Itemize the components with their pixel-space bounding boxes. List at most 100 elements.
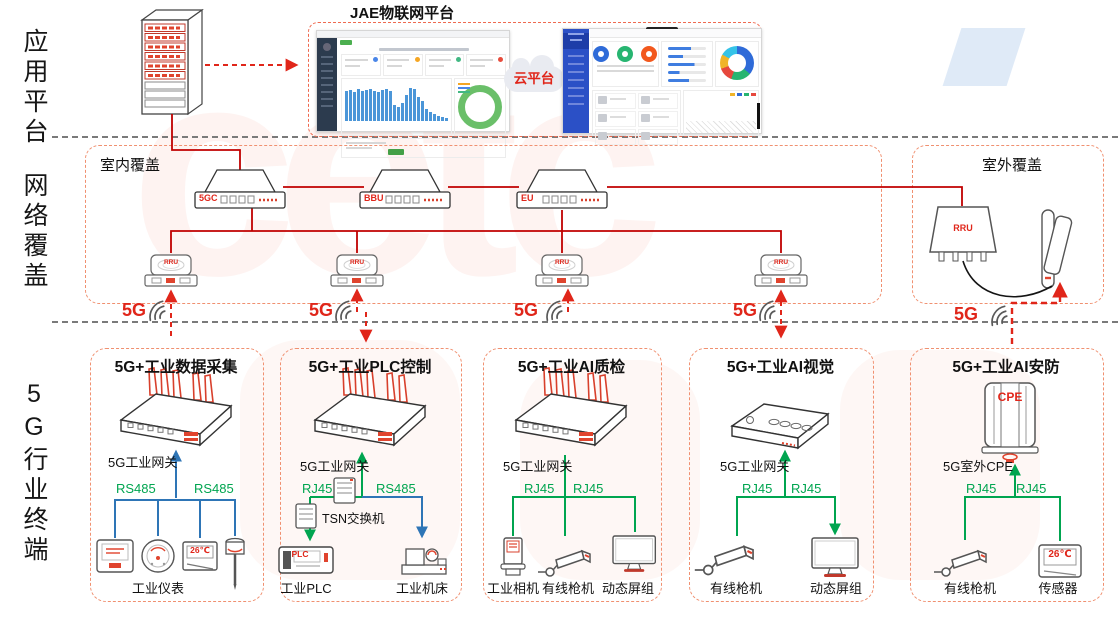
temp-value: 26℃ (190, 545, 210, 555)
industrial-camera-icon (500, 537, 526, 576)
server-rack-icon (140, 8, 204, 116)
bullet-camera-icon (933, 550, 987, 577)
rru-label: RRU (163, 259, 179, 266)
browser-bar (317, 31, 509, 38)
link-label: RJ45 (742, 481, 773, 496)
dashboard2-sidebar (563, 29, 589, 133)
outdoor-antenna-panel (1041, 209, 1073, 289)
five-g-label: 5G (122, 300, 147, 320)
dashboard-screenshot-2 (562, 27, 762, 145)
gateway-label: 5G工业网关 (300, 459, 370, 474)
dashboard2-topbar (590, 29, 761, 38)
progress-list-panel (660, 41, 714, 87)
outdoor-coverage-label: 室外覆盖 (982, 157, 1043, 174)
eu-label: EU (521, 193, 534, 203)
industrial-gateway-icon (314, 367, 426, 446)
link-label: RS485 (116, 481, 156, 496)
core-5gc-label: 5GC (199, 193, 218, 203)
cpe-device-icon (981, 382, 1039, 463)
five-g-label: 5G (954, 304, 979, 324)
rs485-wiring (114, 449, 236, 538)
cpe-chip-label: CPE (997, 390, 1023, 404)
flat-router-icon (730, 403, 830, 450)
rj45-wiring (512, 455, 636, 536)
five-g-label: 5G (514, 300, 539, 320)
rru-label: RRU (349, 259, 365, 266)
outdoor-rru-device (929, 206, 997, 262)
device-label: 有线枪机 (943, 581, 996, 596)
link-label: RJ45 (1016, 481, 1047, 496)
circle-stats-panel (592, 41, 659, 87)
device-label: 动态屏组 (809, 581, 862, 596)
terminal-box-2 (280, 348, 462, 602)
link-label: RJ45 (966, 481, 997, 496)
probe-sensor-icon (225, 537, 245, 590)
green-button (388, 149, 404, 155)
bullet-camera-icon (537, 550, 591, 577)
terminal-title-1: 5G+工业数据采集 (114, 359, 238, 376)
terminal-box-3 (483, 348, 662, 602)
tsn-switch-icon (295, 477, 356, 529)
outdoor-rru-label: RRU (953, 223, 973, 233)
link-label: RS485 (194, 481, 234, 496)
device-label: 有线枪机 (541, 581, 594, 596)
five-g-label: 5G (733, 300, 758, 320)
cpe-label: 5G室外CPE (943, 459, 1014, 474)
link-label: RJ45 (524, 481, 555, 496)
green-chip (340, 40, 352, 45)
scrollbar (757, 103, 760, 129)
device-label: 工业PLC (280, 581, 332, 596)
device-label: 有线枪机 (709, 581, 762, 596)
rj45-wiring (736, 449, 841, 536)
rru-label: RRU (773, 259, 789, 266)
bullet-camera-icon (693, 545, 755, 576)
industrial-gateway-icon (515, 367, 627, 446)
dashboard-screenshot-1 (316, 30, 510, 158)
gateway-label: 5G工业网关 (108, 455, 178, 470)
link-label: RJ45 (791, 481, 822, 496)
temp-value: 26℃ (1048, 549, 1072, 560)
device-grid-panel (592, 90, 682, 145)
link-label: RS485 (376, 481, 416, 496)
antenna-cable (962, 260, 1053, 298)
terminal-title-3: 5G+工业AI质检 (517, 359, 626, 376)
rj45-wiring (964, 463, 1061, 541)
section-label-network: 网络覆盖 (20, 172, 48, 292)
gateway-label: 5G工业网关 (503, 459, 573, 474)
link-label: RJ45 (302, 481, 333, 496)
link-label: RJ45 (573, 481, 604, 496)
multicolor-donut (720, 46, 755, 80)
terminal-title-4: 5G+工业AI视觉 (726, 359, 835, 376)
device-label: 工业仪表 (131, 581, 184, 596)
hatch-area (686, 121, 756, 133)
gateway-label: 5G工业网关 (720, 459, 790, 474)
section-divider (52, 136, 1118, 138)
dashboard1-content (338, 38, 509, 158)
donut-panel (454, 78, 506, 136)
panel-meter-icon (96, 539, 134, 573)
dashboard2-content (590, 29, 761, 145)
terminal-title-2: 5G+工业PLC控制 (308, 359, 432, 376)
mini-bar-chart (345, 83, 448, 121)
indoor-coverage-label: 室内覆盖 (100, 157, 161, 174)
terminal-box-5 (910, 348, 1104, 602)
device-label: 传感器 (1038, 581, 1078, 596)
plc-device-icon (278, 546, 334, 574)
device-label: 工业相机 (487, 581, 540, 596)
device-label: 动态屏组 (601, 581, 654, 596)
industrial-gateway-icon (120, 367, 232, 446)
rru-label: RRU (554, 259, 570, 266)
bar-chart-panel (341, 78, 452, 136)
stat-cards (341, 54, 506, 76)
cloud-label: 云平台 (513, 71, 555, 86)
terminal-title-5: 5G+工业AI安防 (952, 359, 1060, 376)
machine-tool-icon (401, 548, 448, 575)
monitor-icon (811, 537, 859, 578)
wireless-dashed-arrows (164, 58, 1068, 344)
donut-chart-panel (715, 41, 759, 87)
indoor-coverage-box (85, 145, 882, 304)
green-donut (458, 85, 502, 129)
dashboard1-footer-panel (341, 138, 506, 158)
